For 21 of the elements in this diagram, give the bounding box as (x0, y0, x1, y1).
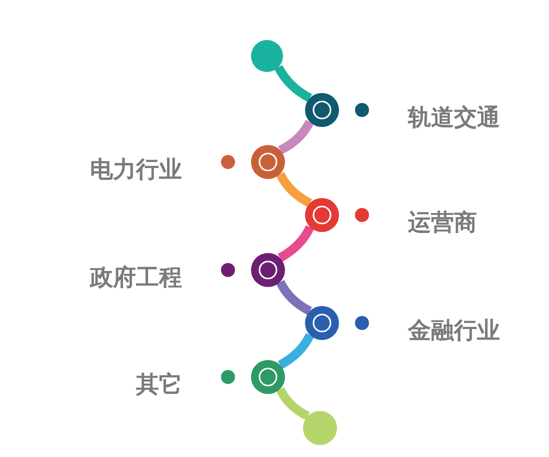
step-circle (251, 253, 285, 287)
connector (278, 332, 314, 369)
category-label: 轨道交通 (408, 104, 500, 132)
category-label: 其它 (136, 371, 182, 399)
connector (276, 386, 310, 420)
step-circle (305, 198, 339, 232)
connector (278, 120, 314, 154)
step-circle (251, 145, 285, 179)
connector (274, 65, 312, 102)
connector (276, 172, 312, 208)
step-circle (305, 306, 339, 340)
end-circle (251, 40, 283, 72)
step-circle (251, 360, 285, 394)
connector (278, 225, 314, 262)
category-label: 电力行业 (90, 156, 182, 184)
step-circle (305, 93, 339, 127)
category-label: 金融行业 (408, 317, 500, 345)
category-label: 政府工程 (90, 264, 182, 292)
category-label: 运营商 (408, 209, 477, 237)
end-circle (303, 411, 337, 445)
connector (276, 280, 312, 316)
